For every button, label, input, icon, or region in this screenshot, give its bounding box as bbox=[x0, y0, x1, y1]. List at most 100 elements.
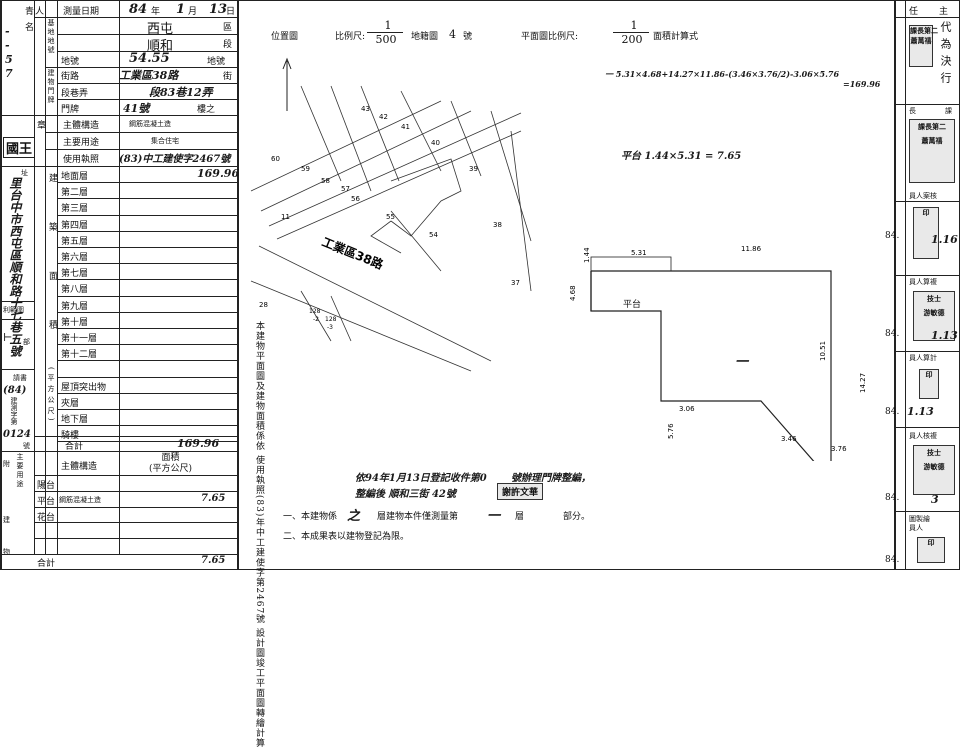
platform-calc: 平台 1.44×5.31 = 7.65 bbox=[621, 151, 742, 162]
header-col-a: 人 bbox=[35, 7, 45, 17]
svg-text:37: 37 bbox=[511, 279, 520, 287]
svg-text:128: 128 bbox=[309, 308, 321, 315]
doorplate-group-label: 建物門牌 bbox=[47, 69, 55, 105]
svg-text:5.76: 5.76 bbox=[667, 423, 675, 439]
survey-month: 1 bbox=[176, 2, 186, 17]
date3-prefix: 84. bbox=[885, 407, 900, 417]
address-handwritten: 里台中市西屯區順和路十七巷五號 bbox=[8, 177, 22, 357]
svg-text:3.76: 3.76 bbox=[831, 445, 847, 453]
staff-label-verify: 員人核複 bbox=[909, 432, 937, 440]
attach-label: 附 bbox=[3, 460, 10, 468]
vertical-note-2: 使用執照(83)年中工建使字第2467號 bbox=[254, 454, 264, 625]
floor-label: 第十一層 bbox=[61, 334, 98, 344]
svg-text:3.46: 3.46 bbox=[781, 435, 797, 443]
applicant-label: 請書 bbox=[13, 374, 27, 382]
remark-line1: 依94年1月13日登記收件第0 bbox=[355, 473, 487, 484]
vertical-note: 本建物平面圖及建物面積係依 使用執照(83)年中工建使字第2467號 設計圖竣工… bbox=[251, 321, 267, 748]
stamp-technician: 技士 游敏德 bbox=[913, 291, 955, 341]
cadastral-and-floor-plan: 11 60 59 58 57 56 55 54 43 42 41 40 39 3… bbox=[250, 57, 867, 461]
svg-text:41: 41 bbox=[401, 123, 410, 131]
svg-text:-3: -3 bbox=[327, 324, 333, 331]
street-suffix: 街 bbox=[223, 72, 233, 82]
svg-text:28: 28 bbox=[259, 301, 268, 309]
lane-label: 段巷弄 bbox=[61, 89, 89, 99]
svg-text:56: 56 bbox=[351, 195, 360, 203]
svg-text:11.86: 11.86 bbox=[741, 245, 762, 253]
month-char: 月 bbox=[188, 7, 198, 17]
survey-year: 84 bbox=[129, 2, 148, 17]
svg-text:1.44: 1.44 bbox=[583, 247, 591, 263]
calc-line1: 一 5.31×4.68+14.27×11.86-(3.46×3.76/2)-3.… bbox=[605, 69, 840, 79]
survey-day: 13 bbox=[209, 2, 228, 17]
date1-prefix: 84. bbox=[885, 231, 900, 241]
applicant-num: (84) bbox=[3, 385, 27, 396]
aux-area: 7.65 bbox=[201, 492, 226, 504]
lot-value: 54.55 bbox=[129, 51, 170, 66]
svg-text:4.68: 4.68 bbox=[569, 285, 577, 301]
build-label: 建 bbox=[3, 516, 10, 524]
floor-label: 第七層 bbox=[61, 269, 89, 280]
applicant-sub: 建測字第 bbox=[10, 397, 18, 425]
cadastral-label: 地籍圖 bbox=[411, 32, 439, 42]
plan-scale-den: 200 bbox=[621, 33, 643, 46]
scale-label: 比例尺: bbox=[335, 32, 366, 42]
lot-suffix: 地號 bbox=[207, 57, 226, 67]
section-chief-label2: 課 bbox=[945, 107, 952, 115]
floor-label: 第四層 bbox=[61, 220, 89, 231]
cadastral-no: 4 bbox=[449, 28, 456, 41]
aux-total-value: 7.65 bbox=[201, 555, 226, 566]
survey-date-label: 測量日期 bbox=[63, 7, 100, 17]
use-label: 主要用途 bbox=[63, 138, 100, 148]
svg-text:40: 40 bbox=[431, 139, 440, 147]
remark-line1b: 號辦理門牌整編， bbox=[511, 473, 591, 484]
public-label: (平方公尺) bbox=[47, 367, 55, 425]
draw-staff-label: 圖製繪 員人 bbox=[909, 515, 930, 532]
aux-area-header: 面積 (平方公尺) bbox=[149, 453, 193, 474]
license-value: (83)中工建使字2467號 bbox=[119, 154, 231, 165]
aux-structure: 鋼筋混凝土造 bbox=[59, 495, 101, 504]
lane-value: 段83巷12弄 bbox=[149, 86, 213, 99]
aux-group-label: 主要用途 bbox=[16, 453, 24, 489]
svg-text:58: 58 bbox=[321, 177, 330, 185]
date2: 1.13 bbox=[931, 329, 958, 342]
svg-text:57: 57 bbox=[341, 185, 350, 193]
scale-den: 500 bbox=[375, 33, 397, 46]
section-chief-label: 長 bbox=[909, 107, 916, 115]
svg-text:128: 128 bbox=[325, 316, 337, 323]
dept-label: 部 bbox=[23, 338, 30, 346]
floor-label: 夾層 bbox=[61, 398, 80, 409]
floor-label: 第三層 bbox=[61, 204, 89, 215]
note1-hand: 之 bbox=[347, 509, 361, 524]
svg-text:43: 43 bbox=[361, 105, 370, 113]
floor-label: 第十二層 bbox=[61, 350, 98, 361]
location-map-label: 位置圖 bbox=[271, 32, 299, 42]
floor-mark: 一 bbox=[735, 355, 749, 370]
applicant-no: 0124 bbox=[3, 429, 31, 440]
date2-prefix: 84. bbox=[885, 329, 900, 339]
note1: 一、本建物係 bbox=[283, 512, 338, 522]
year-char: 年 bbox=[151, 7, 161, 17]
section-label: 段 bbox=[223, 40, 233, 50]
address-label: 址 bbox=[21, 169, 28, 177]
section-value: 順和 bbox=[147, 39, 174, 54]
vertical-note-1: 本建物平面圖及建物面積係依 bbox=[254, 321, 264, 451]
floor-label: 第六層 bbox=[61, 253, 89, 263]
stamp-draftsman: 印 bbox=[917, 537, 945, 563]
location-group-label: 基地地號 bbox=[47, 19, 55, 55]
district-label: 區 bbox=[223, 23, 233, 33]
note2: 二、本成果表以建物登記為限。 bbox=[283, 532, 410, 542]
plan-scale-num: 1 bbox=[630, 19, 638, 32]
remark-stamp: 謝許文華 bbox=[497, 483, 544, 500]
svg-text:14.27: 14.27 bbox=[859, 373, 867, 393]
scale-num: 1 bbox=[384, 19, 392, 32]
svg-text:59: 59 bbox=[301, 165, 310, 173]
svg-text:-2: -2 bbox=[313, 316, 319, 323]
svg-text:55: 55 bbox=[386, 213, 395, 221]
floor-label: 地面層 bbox=[61, 172, 89, 182]
approval-title: 任 bbox=[909, 7, 919, 17]
day-char: 日 bbox=[226, 7, 236, 17]
floors-group-label: 建築面積 bbox=[47, 173, 57, 369]
aux-structure-header: 主體構造 bbox=[61, 462, 98, 472]
cadastral-suffix: 號 bbox=[463, 32, 473, 42]
